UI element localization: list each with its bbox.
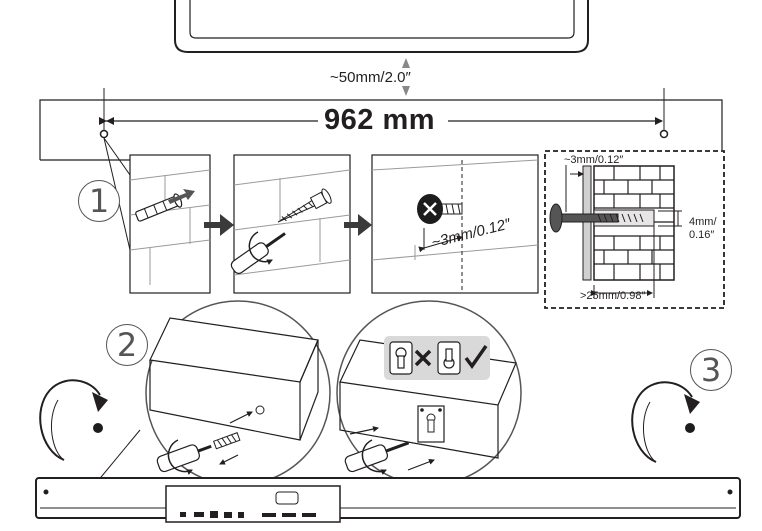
screwdriver-icon (344, 441, 410, 473)
hole-diameter-in: 0.16″ (689, 228, 715, 241)
rotate-arrow-icon (631, 381, 700, 463)
detail-circle-right (336, 300, 522, 486)
step-1-badge: 1 (78, 180, 120, 222)
rotate-arrow-icon (39, 379, 108, 461)
screw-icon (685, 423, 695, 433)
step-2-badge: 2 (106, 324, 148, 366)
tv-outline (174, 0, 589, 53)
push-arrow-icon (168, 189, 195, 204)
bracket-span-label: 962 mm (318, 106, 442, 135)
connector-panel (180, 491, 316, 518)
screw-icon (93, 423, 103, 433)
detail-cross-section (544, 150, 725, 309)
tv-gap-label: ~50mm/2.0″ (330, 69, 411, 86)
bracket-icon (417, 405, 445, 443)
screwdriver-icon (230, 232, 286, 274)
anchor-screw-section (549, 203, 655, 233)
keyhole-wrong-icon (389, 341, 413, 375)
bracket-span-dimension (99, 88, 669, 251)
screw-icon (212, 432, 241, 450)
panel-drive-screw (230, 154, 351, 294)
screw-point-right (659, 129, 669, 139)
hole-depth-label: >25mm/0.98″ (580, 290, 646, 302)
arrow-right-icon (344, 214, 372, 236)
rotate-arrow-icon (248, 231, 273, 265)
screw-icon (277, 188, 332, 223)
screwdriver-icon (156, 444, 212, 473)
hole-diameter-label: 4mm/ 0.16″ (689, 216, 717, 241)
cross-icon (414, 349, 432, 367)
keyhole-legend (384, 336, 490, 380)
check-icon (464, 344, 488, 369)
screw-point-left (99, 129, 109, 139)
hole-diameter-mm: 4mm/ (689, 216, 717, 228)
arrow-right-icon (204, 214, 234, 236)
panel-insert-anchor (129, 154, 211, 294)
wall-outline (39, 99, 723, 161)
soundbar (35, 477, 741, 523)
panel-screw-depth (371, 154, 539, 294)
wall-gap-label: ~3mm/0.12″ (564, 154, 624, 166)
keyhole-correct-icon (437, 341, 461, 375)
rotate-arrow-icon (167, 439, 193, 475)
step-3-badge: 3 (690, 349, 732, 391)
tv-gap-dimension (402, 58, 410, 96)
rotate-arrow-icon (361, 439, 387, 475)
screw-head-icon (417, 194, 463, 224)
